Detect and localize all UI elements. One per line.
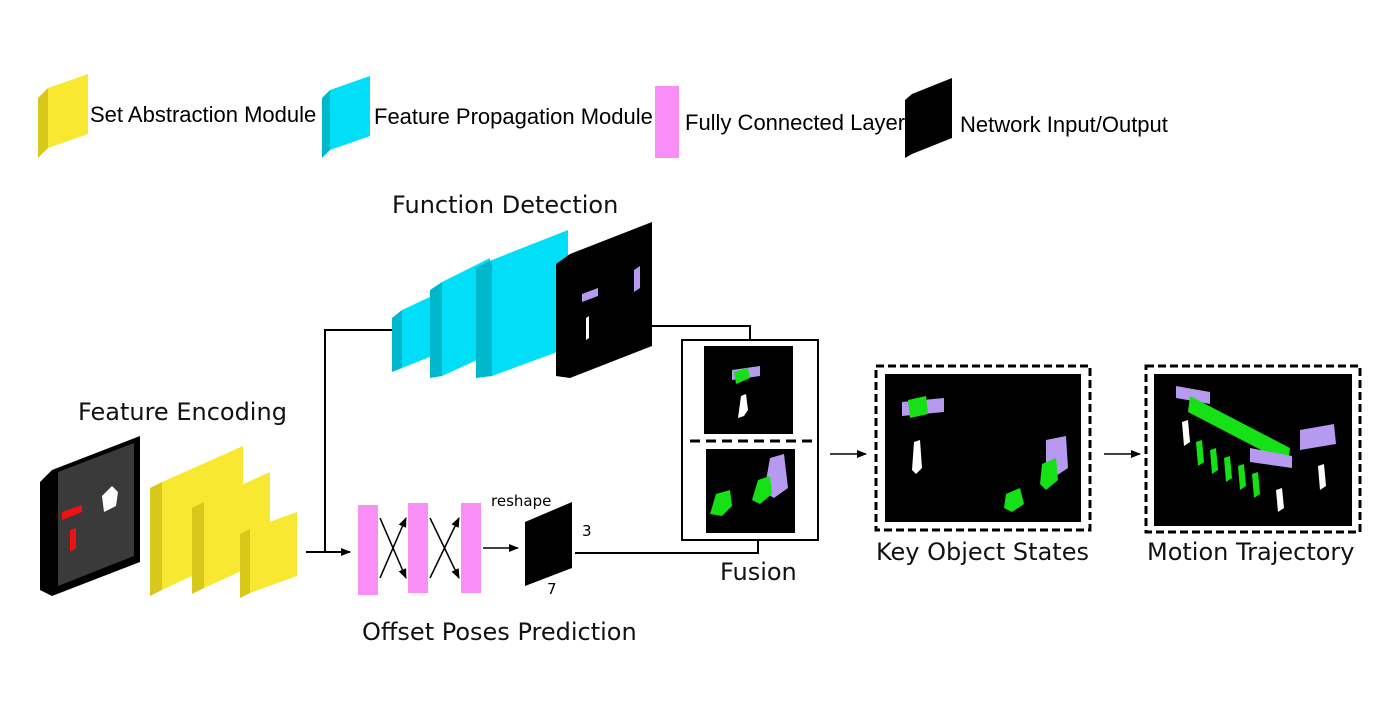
red-object xyxy=(62,505,82,520)
network-io-swatch xyxy=(905,94,912,158)
function-detection-title: Function Detection xyxy=(392,191,618,219)
legend-set-abstraction: Set Abstraction Module xyxy=(38,74,316,158)
fusion-title: Fusion xyxy=(720,558,797,586)
offset-poses-title: Offset Poses Prediction xyxy=(362,618,637,646)
legend-label-feature-propagation: Feature Propagation Module xyxy=(374,104,653,129)
detection-to-fusion-line xyxy=(652,325,751,340)
feature-propagation-blocks xyxy=(392,230,568,378)
legend-feature-propagation: Feature Propagation Module xyxy=(322,76,653,158)
reshape-output xyxy=(525,502,572,586)
motion-trajectory-panel xyxy=(1144,364,1362,534)
key-object-states-title: Key Object States xyxy=(876,538,1089,566)
legend-label-set-abstraction: Set Abstraction Module xyxy=(90,102,316,127)
branch-connectors xyxy=(306,329,400,556)
motion-trajectory-title: Motion Trajectory xyxy=(1147,538,1355,566)
fully-connected-swatch xyxy=(655,86,679,158)
set-abstraction-swatch xyxy=(38,88,48,158)
legend: Set Abstraction Module Feature Propagati… xyxy=(38,74,1168,158)
reshape-label: reshape xyxy=(491,492,551,510)
feature-encoding-title: Feature Encoding xyxy=(78,398,287,426)
dim-a-label: 3 xyxy=(582,522,592,540)
input-point-cloud xyxy=(40,436,140,596)
dim-b-label: 7 xyxy=(547,580,557,598)
set-abstraction-blocks xyxy=(150,446,297,598)
key-object-states-panel xyxy=(874,364,1092,532)
legend-network-io: Network Input/Output xyxy=(905,78,1168,158)
fusion-box xyxy=(681,339,819,541)
offset-to-fusion-line xyxy=(575,540,759,554)
legend-label-fully-connected: Fully Connected Layer xyxy=(685,110,905,135)
legend-fully-connected: Fully Connected Layer xyxy=(655,86,905,158)
fully-connected-layers xyxy=(358,503,519,595)
function-detection-output xyxy=(556,222,652,378)
feature-propagation-swatch xyxy=(322,90,330,158)
legend-label-network-io: Network Input/Output xyxy=(960,112,1168,137)
